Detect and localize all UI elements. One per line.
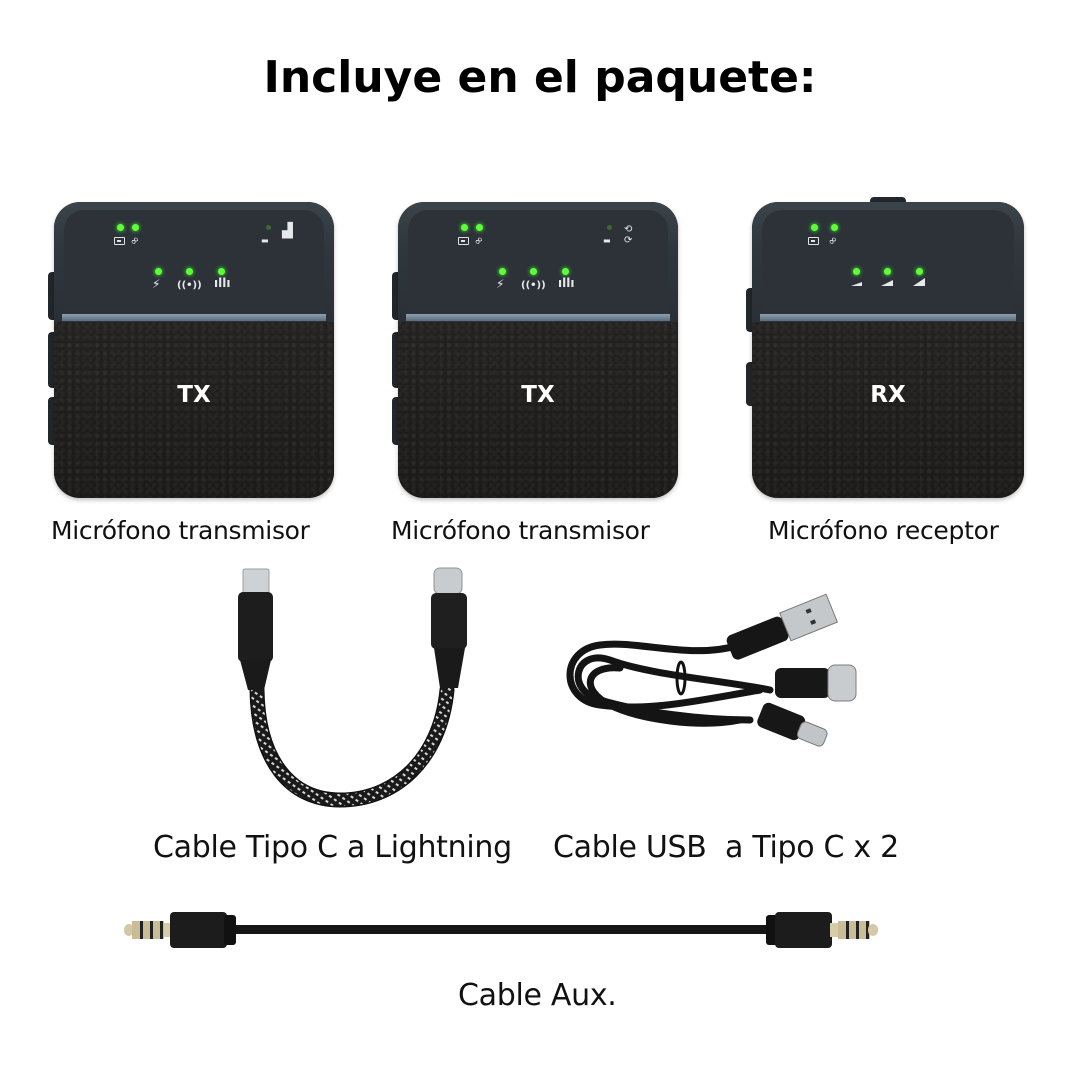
device-badge: RX — [870, 382, 906, 408]
side-button — [746, 288, 756, 332]
leather-panel — [54, 322, 334, 498]
led-indicator — [530, 268, 537, 275]
led-indicator — [562, 268, 569, 275]
accent-strip — [406, 314, 670, 321]
volume-level-2-icon — [881, 280, 893, 286]
mic-icon: ▟ — [282, 223, 293, 239]
volume-level-1-icon — [851, 282, 862, 286]
led-indicator — [218, 268, 225, 275]
wireless-broadcast-icon: ((•)) — [521, 280, 546, 291]
device-tx-2: ∞ ▬ ⟲⟳ ⚡ ((•)) ıllı TX — [392, 202, 678, 498]
led-indicator — [132, 224, 139, 231]
side-button — [392, 272, 402, 320]
led-indicator — [461, 224, 468, 231]
side-button — [48, 397, 58, 445]
led-indicator — [155, 268, 162, 275]
battery-icon — [458, 237, 469, 245]
led-indicator — [186, 268, 193, 275]
wireless-broadcast-icon: ((•)) — [177, 280, 202, 291]
device-caption: Micrófono receptor — [768, 516, 999, 545]
loop-icon: ⟲⟳ — [624, 224, 633, 246]
side-button — [48, 272, 58, 320]
page-title: Incluye en el paquete: — [263, 52, 817, 103]
mic-mute-icon: ⚡ — [496, 277, 505, 291]
volume-level-3-icon — [913, 278, 925, 286]
led-indicator — [853, 268, 860, 275]
battery-icon — [808, 237, 819, 245]
signal-icon: ▬ — [603, 236, 611, 245]
led-indicator — [811, 224, 818, 231]
led-indicator — [117, 224, 124, 231]
top-button — [870, 197, 906, 205]
led-indicator — [266, 225, 271, 230]
led-indicator — [607, 225, 612, 230]
cable-caption: Cable Aux. — [458, 978, 617, 1013]
led-indicator — [831, 224, 838, 231]
cable-caption: Cable USB a Tipo C x 2 — [553, 830, 899, 865]
side-button — [392, 397, 402, 445]
led-indicator — [884, 268, 891, 275]
device-tx-1: ∞ ▬ ▟ ⚡ ((•)) ıllı TX — [48, 202, 334, 498]
side-button — [48, 332, 58, 388]
device-badge: TX — [177, 382, 211, 408]
device-badge: TX — [521, 382, 555, 408]
signal-icon: ▬ — [261, 236, 269, 245]
cable-caption: Cable Tipo C a Lightning — [153, 830, 512, 865]
mic-mute-icon: ⚡ — [152, 277, 161, 291]
led-indicator — [499, 268, 506, 275]
noise-cancel-icon: ıllı — [214, 276, 231, 290]
led-indicator — [476, 224, 483, 231]
side-button — [392, 332, 402, 388]
device-caption: Micrófono transmisor — [51, 516, 310, 545]
leather-panel — [752, 322, 1024, 498]
device-caption: Micrófono transmisor — [391, 516, 650, 545]
accent-strip — [62, 314, 326, 321]
side-button — [746, 362, 756, 406]
led-indicator — [916, 268, 923, 275]
accent-strip — [760, 314, 1016, 321]
leather-panel — [398, 322, 678, 498]
battery-icon — [114, 237, 125, 245]
device-rx: ∞ RX — [746, 197, 1024, 498]
noise-cancel-icon: ıllı — [558, 276, 575, 290]
